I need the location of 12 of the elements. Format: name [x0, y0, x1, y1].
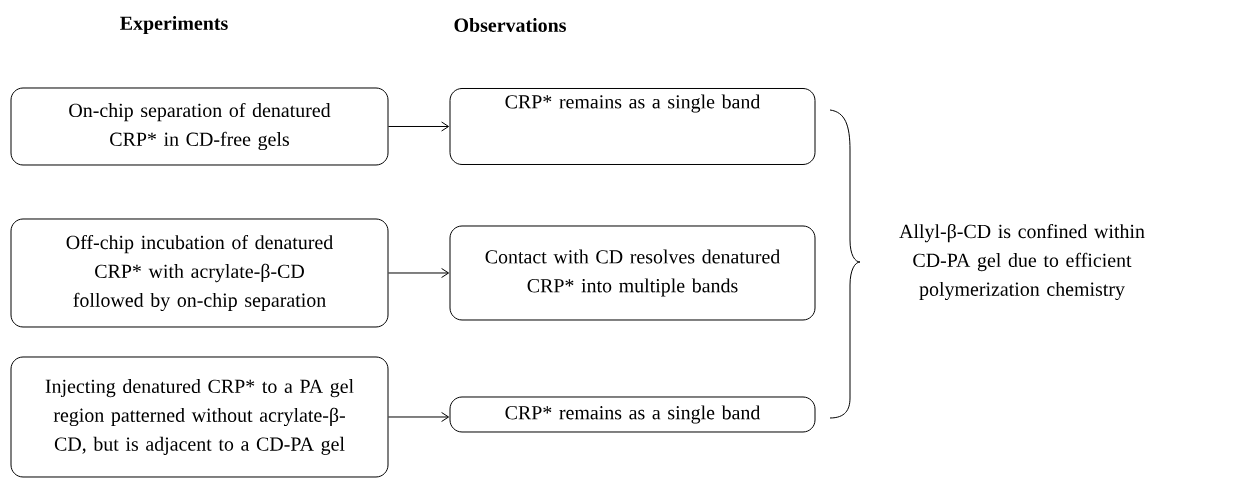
process-box: Contact with CD resolves denatured CRP* into multiple bands — [449, 225, 816, 321]
process-box: Off-chip incubation of denatured CRP* with acrylate-β-CD followed by on-chip separation — [10, 218, 389, 328]
arrow — [388, 268, 450, 278]
header: Observations — [454, 18, 566, 32]
arrow — [388, 121, 450, 132]
process-box: On-chip separation of denatured CRP* in CD-free gels — [10, 87, 389, 166]
conclusion-text: Allyl-β-CD is confined within CD-PA gel due to efficient polymerization chemistry — [899, 223, 1145, 301]
process-box: Injecting denatured CRP* to a PA gel region patterned without acrylate-β-CD, but is adjacent to a CD-PA gel — [10, 356, 389, 478]
process-box: CRP* remains as a single band — [449, 88, 816, 165]
process-box: CRP* remains as a single band — [449, 396, 816, 433]
header: Experiments — [120, 15, 228, 34]
arrow — [388, 412, 450, 422]
